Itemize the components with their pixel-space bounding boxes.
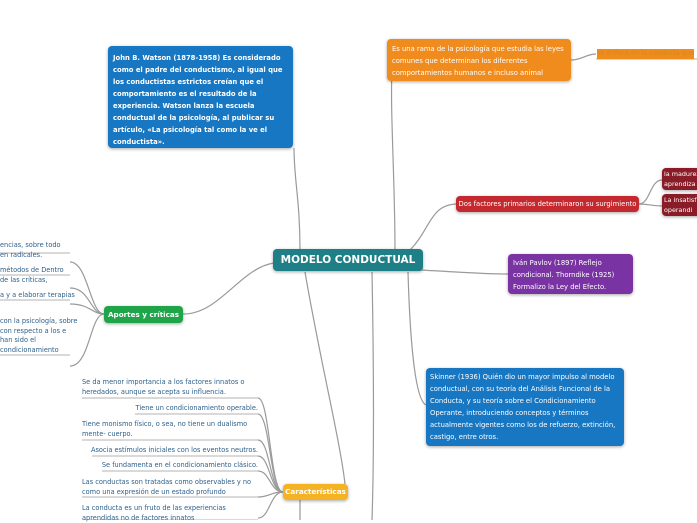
- link-car-5: [257, 470, 284, 493]
- caracteristica-7-text: La conducta es un fruto de las experienc…: [82, 504, 226, 522]
- link-car-1: [257, 397, 284, 493]
- pavlov-text: Iván Pavlov (1897) Reflejo condicional. …: [513, 259, 615, 291]
- factor-2-text: La insatisf operandi: [664, 196, 697, 214]
- dos-factores-node[interactable]: Dos factores primarios determinaron su s…: [456, 196, 639, 212]
- skinner-node[interactable]: Skinner (1936) Quién dio un mayor impuls…: [426, 368, 624, 446]
- caracteristica-5-text: Se fundamenta en el condicionamiento clá…: [101, 461, 258, 469]
- link-down: [371, 271, 375, 520]
- link-aportes-2: [69, 287, 105, 315]
- dos-factores-label: Dos factores primarios determinaron su s…: [458, 200, 637, 208]
- link-factor-1: [638, 179, 663, 205]
- aportes-child-1-text: encias, sobre todo en radicales.: [0, 241, 61, 259]
- factor-1-node[interactable]: la madurez aprendiza: [662, 168, 697, 190]
- link-watson: [293, 147, 301, 251]
- factor-2-node[interactable]: La insatisf operandi: [662, 194, 697, 216]
- caracteristica-5[interactable]: Se fundamenta en el condicionamiento clá…: [82, 461, 258, 471]
- skinner-text: Skinner (1936) Quién dio un mayor impuls…: [430, 373, 616, 441]
- link-aportes-3: [69, 303, 105, 315]
- rama-child-text[interactable]: se enfoca en la conducta que: [597, 49, 695, 59]
- pavlov-node[interactable]: Iván Pavlov (1897) Reflejo condicional. …: [508, 254, 633, 294]
- caracteristicas-label: Características: [285, 487, 346, 496]
- caracteristicas-node[interactable]: Características: [283, 484, 348, 500]
- link-rama: [390, 69, 396, 251]
- aportes-child-3-text: a y a elaborar terapias: [0, 291, 75, 299]
- aportes-child-4[interactable]: con la psicología, sobre con respecto a …: [0, 317, 78, 355]
- aportes-child-2[interactable]: métodos de Dentro de las críticas,: [0, 266, 70, 285]
- rama-text: Es una rama de la psicología que estudia…: [392, 45, 564, 77]
- caracteristica-2-text: Tiene un condicionamiento operable.: [135, 404, 258, 412]
- caracteristica-7[interactable]: La conducta es un fruto de las experienc…: [82, 504, 258, 523]
- link-factor-2: [638, 203, 663, 207]
- caracteristica-1-text: Se da menor importancia a los factores i…: [82, 378, 245, 396]
- rama-node[interactable]: Es una rama de la psicología que estudia…: [387, 39, 571, 81]
- link-caracteristicas: [304, 271, 346, 485]
- caracteristica-4-text: Asocia estímulos iniciales con los event…: [90, 446, 258, 454]
- caracteristica-2[interactable]: Tiene un condicionamiento operable.: [82, 404, 258, 414]
- caracteristica-6[interactable]: Las conductas son tratadas como observab…: [82, 478, 258, 497]
- central-topic[interactable]: MODELO CONDUCTUAL: [273, 249, 423, 271]
- watson-text: John B. Watson (1878-1958) Es considerad…: [113, 54, 283, 146]
- caracteristica-6-text: Las conductas son tratadas como observab…: [82, 478, 252, 496]
- link-rama-child: [570, 53, 597, 61]
- aportes-child-1[interactable]: encias, sobre todo en radicales.: [0, 241, 70, 260]
- caracteristica-4[interactable]: Asocia estímulos iniciales con los event…: [82, 446, 258, 456]
- link-car-4: [257, 455, 284, 493]
- factor-1-text: la madurez aprendiza: [664, 170, 697, 188]
- link-car-2: [257, 413, 284, 493]
- link-car-7: [257, 491, 284, 519]
- link-dos-factores: [409, 203, 457, 251]
- link-aportes-4: [69, 313, 105, 367]
- link-aportes: [182, 262, 275, 315]
- caracteristica-1[interactable]: Se da menor importancia a los factores i…: [82, 378, 258, 397]
- central-topic-label: MODELO CONDUCTUAL: [280, 254, 416, 266]
- caracteristica-3-text: Tiene monismo físico, o sea, no tiene un…: [82, 420, 248, 438]
- watson-node[interactable]: John B. Watson (1878-1958) Es considerad…: [108, 46, 293, 148]
- link-skinner: [407, 271, 427, 406]
- aportes-node[interactable]: Aportes y críticas: [104, 306, 183, 323]
- aportes-child-4-text: con la psicología, sobre con respecto a …: [0, 317, 78, 354]
- aportes-child-3[interactable]: a y a elaborar terapias: [0, 291, 75, 301]
- aportes-child-2-text: métodos de Dentro de las críticas,: [0, 266, 64, 284]
- link-pavlov: [419, 269, 509, 275]
- link-aportes-1: [69, 261, 105, 315]
- aportes-label: Aportes y críticas: [107, 310, 180, 319]
- caracteristica-3[interactable]: Tiene monismo físico, o sea, no tiene un…: [82, 420, 258, 439]
